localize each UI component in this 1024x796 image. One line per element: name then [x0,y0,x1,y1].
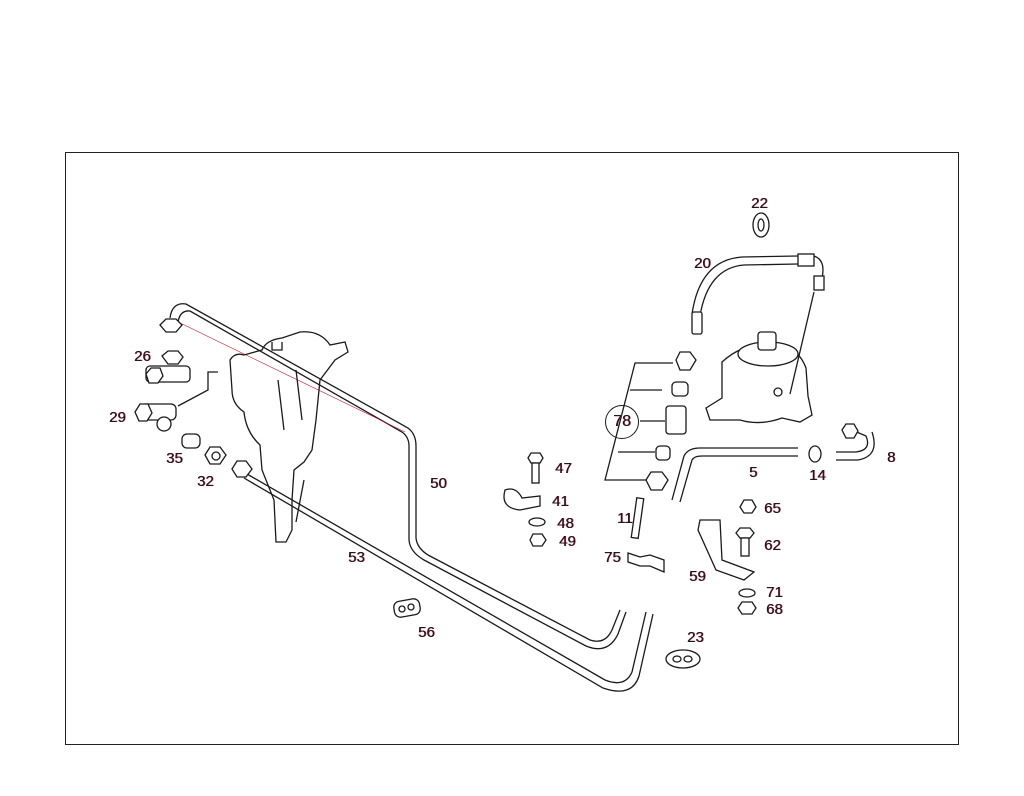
callout-26[interactable]: 26 [134,348,151,365]
callout-71[interactable]: 71 [766,584,783,601]
callout-78-group[interactable]: 78 [605,405,639,439]
pipe-50 [169,303,627,650]
steering-gear [229,331,349,543]
callout-23[interactable]: 23 [687,629,704,646]
callout-59[interactable]: 59 [689,568,706,585]
callout-8[interactable]: 8 [887,449,896,466]
callout-14[interactable]: 14 [809,467,826,484]
callout-48[interactable]: 48 [557,515,574,532]
callout-65[interactable]: 65 [764,500,781,517]
diagram-frame [65,152,959,745]
callout-41[interactable]: 41 [552,493,569,510]
callout-75[interactable]: 75 [604,549,621,566]
callout-32[interactable]: 32 [197,473,214,490]
callout-22[interactable]: 22 [751,195,768,212]
power-steering-pump [705,291,815,424]
callout-20[interactable]: 20 [694,255,711,272]
callout-53[interactable]: 53 [348,549,365,566]
hose-20 [691,212,825,335]
callout-35[interactable]: 35 [166,450,183,467]
callout-68[interactable]: 68 [766,601,783,618]
fittings-left [134,318,253,478]
callout-11[interactable]: 11 [617,510,633,527]
small-hardware [393,452,757,669]
callout-29[interactable]: 29 [109,409,126,426]
callout-47[interactable]: 47 [555,460,572,477]
pipe-53 [239,469,654,692]
callout-62[interactable]: 62 [764,537,781,554]
callout-56[interactable]: 56 [418,624,435,641]
callout-50[interactable]: 50 [430,475,447,492]
hoses-5-14-8 [671,423,875,503]
callout-5[interactable]: 5 [749,464,758,481]
callout-49[interactable]: 49 [559,533,576,550]
